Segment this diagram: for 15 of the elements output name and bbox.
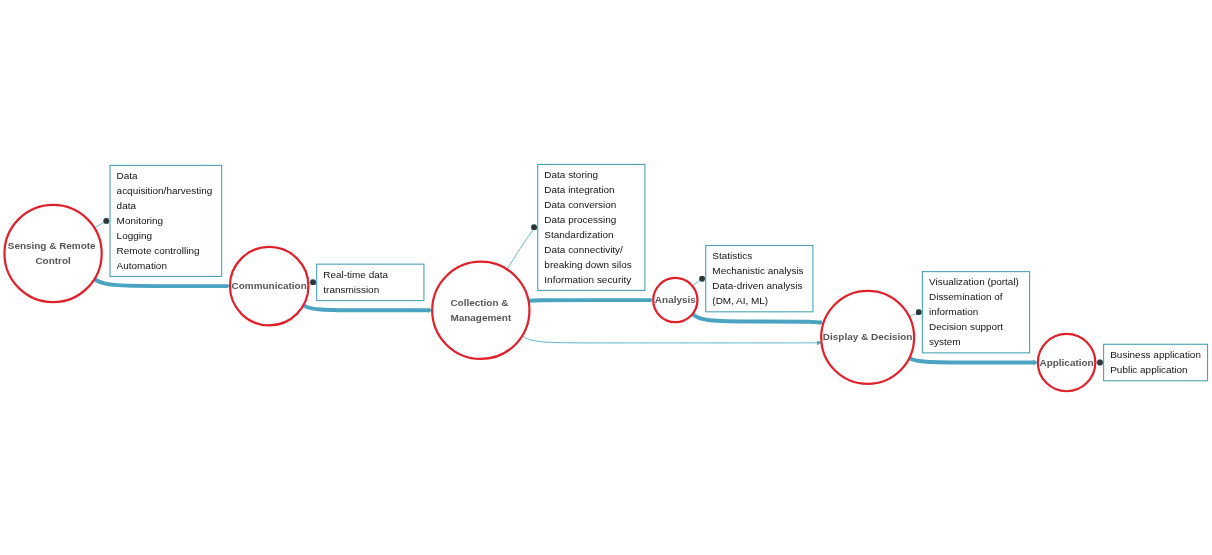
node-circle: Sensing & Remote Control (3, 203, 103, 303)
node-box: Business application Public application (1103, 343, 1209, 381)
node-box: Data storing Data integration Data conversion Data processing Standardization Data connectivity/ breaking down silos Information security (537, 163, 646, 291)
node-circle: Display & Decision (820, 289, 916, 385)
node-circle: Collection & Management (431, 260, 531, 360)
arrow (691, 312, 824, 325)
node-box: Real-time data transmission (316, 263, 425, 301)
arrow (302, 303, 433, 313)
node-circle: Communication (228, 245, 310, 327)
arrow (93, 277, 231, 289)
node-circle: Application (1036, 332, 1097, 392)
node-box: Visualization (portal) Dissemination of information Decision support system (921, 270, 1031, 354)
node-box: Data acquisition/harvesting data Monitoring Logging Remote controlling Automation (109, 164, 223, 277)
node-circle: Analysis (652, 276, 699, 323)
node-box: Statistics Mechanistic analysis Data-driven analysis (DM, AI, ML) (705, 244, 814, 313)
